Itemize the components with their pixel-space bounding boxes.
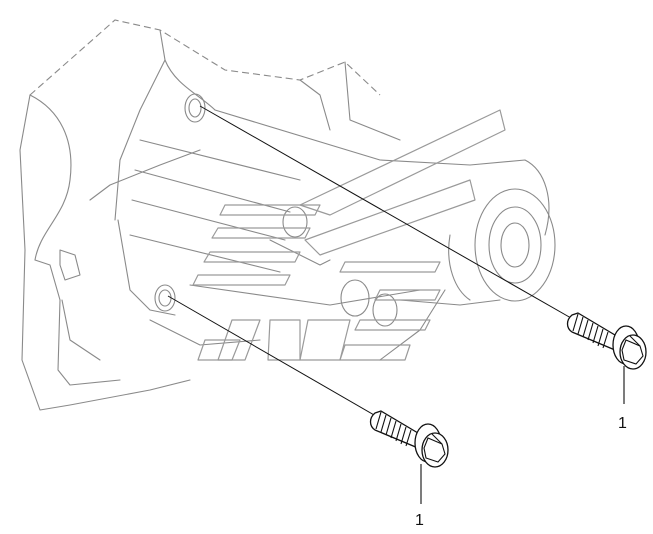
callout-left: 1 bbox=[415, 512, 424, 529]
housing-ghost bbox=[19, 19, 556, 411]
explosion-line-right bbox=[199, 105, 579, 323]
callout-right: 1 bbox=[618, 415, 627, 432]
bolt-right[interactable] bbox=[566, 312, 647, 370]
bolt-left[interactable] bbox=[369, 410, 449, 468]
watermark-logo bbox=[192, 109, 506, 361]
explosion-line-left bbox=[167, 295, 389, 424]
